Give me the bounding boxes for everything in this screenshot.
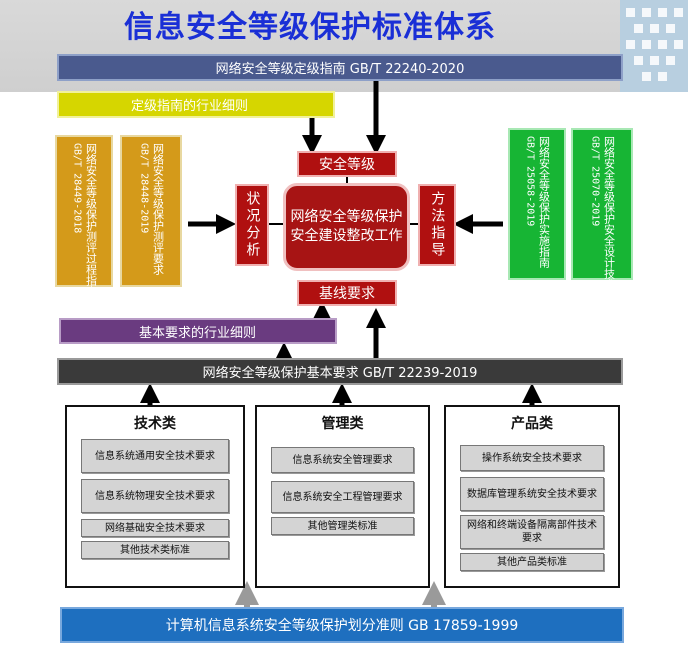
center-work-label: 网络安全等级保护安全建设整改工作	[290, 209, 403, 244]
method-guidance-label: 方法指导	[429, 191, 446, 259]
category-management-title: 管理类	[321, 416, 364, 432]
grading-industry-rules-label: 定级指南的行业细则	[131, 99, 249, 114]
left-standard-2: 网络安全等级保护测评要求 GB/T 28448-2019	[120, 135, 182, 287]
right-standard-1-code: GB/T 25058-2019	[524, 136, 536, 227]
left-standard-1-code: GB/T 28449-2018	[71, 143, 83, 234]
category-product: 产品类 操作系统安全技术要求 数据库管理系统安全技术要求 网络和终端设备隔离部件…	[444, 405, 620, 588]
center-work-box: 网络安全等级保护安全建设整改工作	[283, 183, 410, 271]
left-standard-1-name: 网络安全等级保护测评过程指南	[84, 143, 98, 297]
grading-industry-rules-bar: 定级指南的行业细则	[57, 91, 335, 118]
left-standard-2-name: 网络安全等级保护测评要求	[151, 143, 165, 275]
right-standard-2-name: 网络安全等级保护安全设计技术要求	[602, 136, 616, 312]
grading-guide-label: 网络安全等级定级指南 GB/T 22240-2020	[215, 62, 465, 77]
list-item: 信息系统安全工程管理要求	[271, 481, 414, 513]
left-standard-1: 网络安全等级保护测评过程指南 GB/T 28449-2018	[55, 135, 113, 297]
list-item: 其他管理类标准	[271, 517, 414, 535]
category-technical-title: 技术类	[134, 416, 176, 432]
right-standard-1-name: 网络安全等级保护实施指南	[537, 136, 551, 268]
basic-industry-rules-label: 基本要求的行业细则	[139, 325, 257, 341]
grading-guide-standard: 网络安全等级定级指南 GB/T 22240-2020	[57, 54, 623, 81]
list-item: 信息系统通用安全技术要求	[81, 439, 229, 473]
list-item: 信息系统安全管理要求	[271, 447, 414, 473]
right-standard-1: 网络安全等级保护实施指南 GB/T 25058-2019	[508, 128, 566, 280]
category-product-title: 产品类	[511, 416, 553, 432]
classification-criteria-label: 计算机信息系统安全等级保护划分准则 GB 17859-1999	[165, 618, 519, 634]
baseline-requirements-box: 基线要求	[297, 280, 397, 306]
security-level-box: 安全等级	[297, 151, 397, 177]
method-guidance-box: 方法指导	[418, 184, 456, 266]
right-standard-2-code: GB/T 25070-2019	[589, 136, 601, 227]
list-item: 网络和终端设备隔离部件技术要求	[460, 515, 604, 549]
basic-requirements-label: 网络安全等级保护基本要求 GB/T 22239-2019	[202, 366, 478, 381]
right-standard-2: 网络安全等级保护安全设计技术要求 GB/T 25070-2019	[571, 128, 633, 312]
page-title: 信息安全等级保护标准体系	[124, 10, 496, 45]
list-item: 操作系统安全技术要求	[460, 445, 604, 471]
list-item: 其他产品类标准	[460, 553, 604, 571]
basic-requirements-standard: 网络安全等级保护基本要求 GB/T 22239-2019	[57, 358, 623, 385]
status-analysis-label: 状况分析	[244, 191, 261, 259]
category-technical: 技术类 信息系统通用安全技术要求 信息系统物理安全技术要求 网络基础安全技术要求…	[65, 405, 245, 588]
list-item: 其他技术类标准	[81, 541, 229, 559]
header-decoration	[620, 0, 688, 92]
baseline-requirements-label: 基线要求	[319, 286, 375, 302]
security-level-label: 安全等级	[319, 157, 375, 173]
category-management: 管理类 信息系统安全管理要求 信息系统安全工程管理要求 其他管理类标准	[255, 405, 430, 588]
left-standard-2-code: GB/T 28448-2019	[138, 143, 150, 234]
basic-industry-rules-bar: 基本要求的行业细则	[59, 318, 337, 344]
list-item: 数据库管理系统安全技术要求	[460, 477, 604, 511]
status-analysis-box: 状况分析	[235, 184, 269, 266]
list-item: 信息系统物理安全技术要求	[81, 479, 229, 513]
classification-criteria-standard: 计算机信息系统安全等级保护划分准则 GB 17859-1999	[60, 607, 624, 643]
list-item: 网络基础安全技术要求	[81, 519, 229, 537]
